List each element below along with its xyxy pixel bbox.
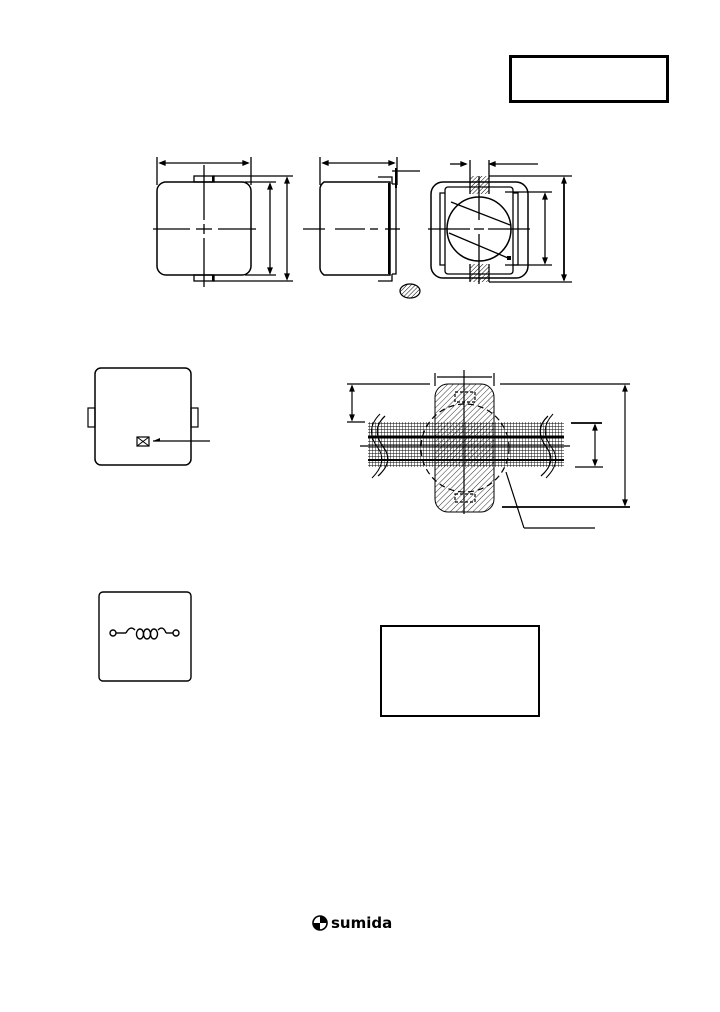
marking-view-drawing: [87, 367, 210, 466]
brand-name: sumida: [331, 913, 393, 932]
brand-logo: sumida: [312, 913, 392, 933]
land-pattern-drawing: [347, 370, 630, 529]
side-view-drawing: [303, 157, 421, 299]
title-block: [509, 55, 669, 103]
sumida-logo-icon: [312, 915, 328, 931]
schematic-drawing: [98, 591, 192, 682]
bottom-view-drawing: [428, 160, 572, 284]
spec-box: [380, 625, 540, 717]
top-view-drawing: [153, 157, 293, 287]
